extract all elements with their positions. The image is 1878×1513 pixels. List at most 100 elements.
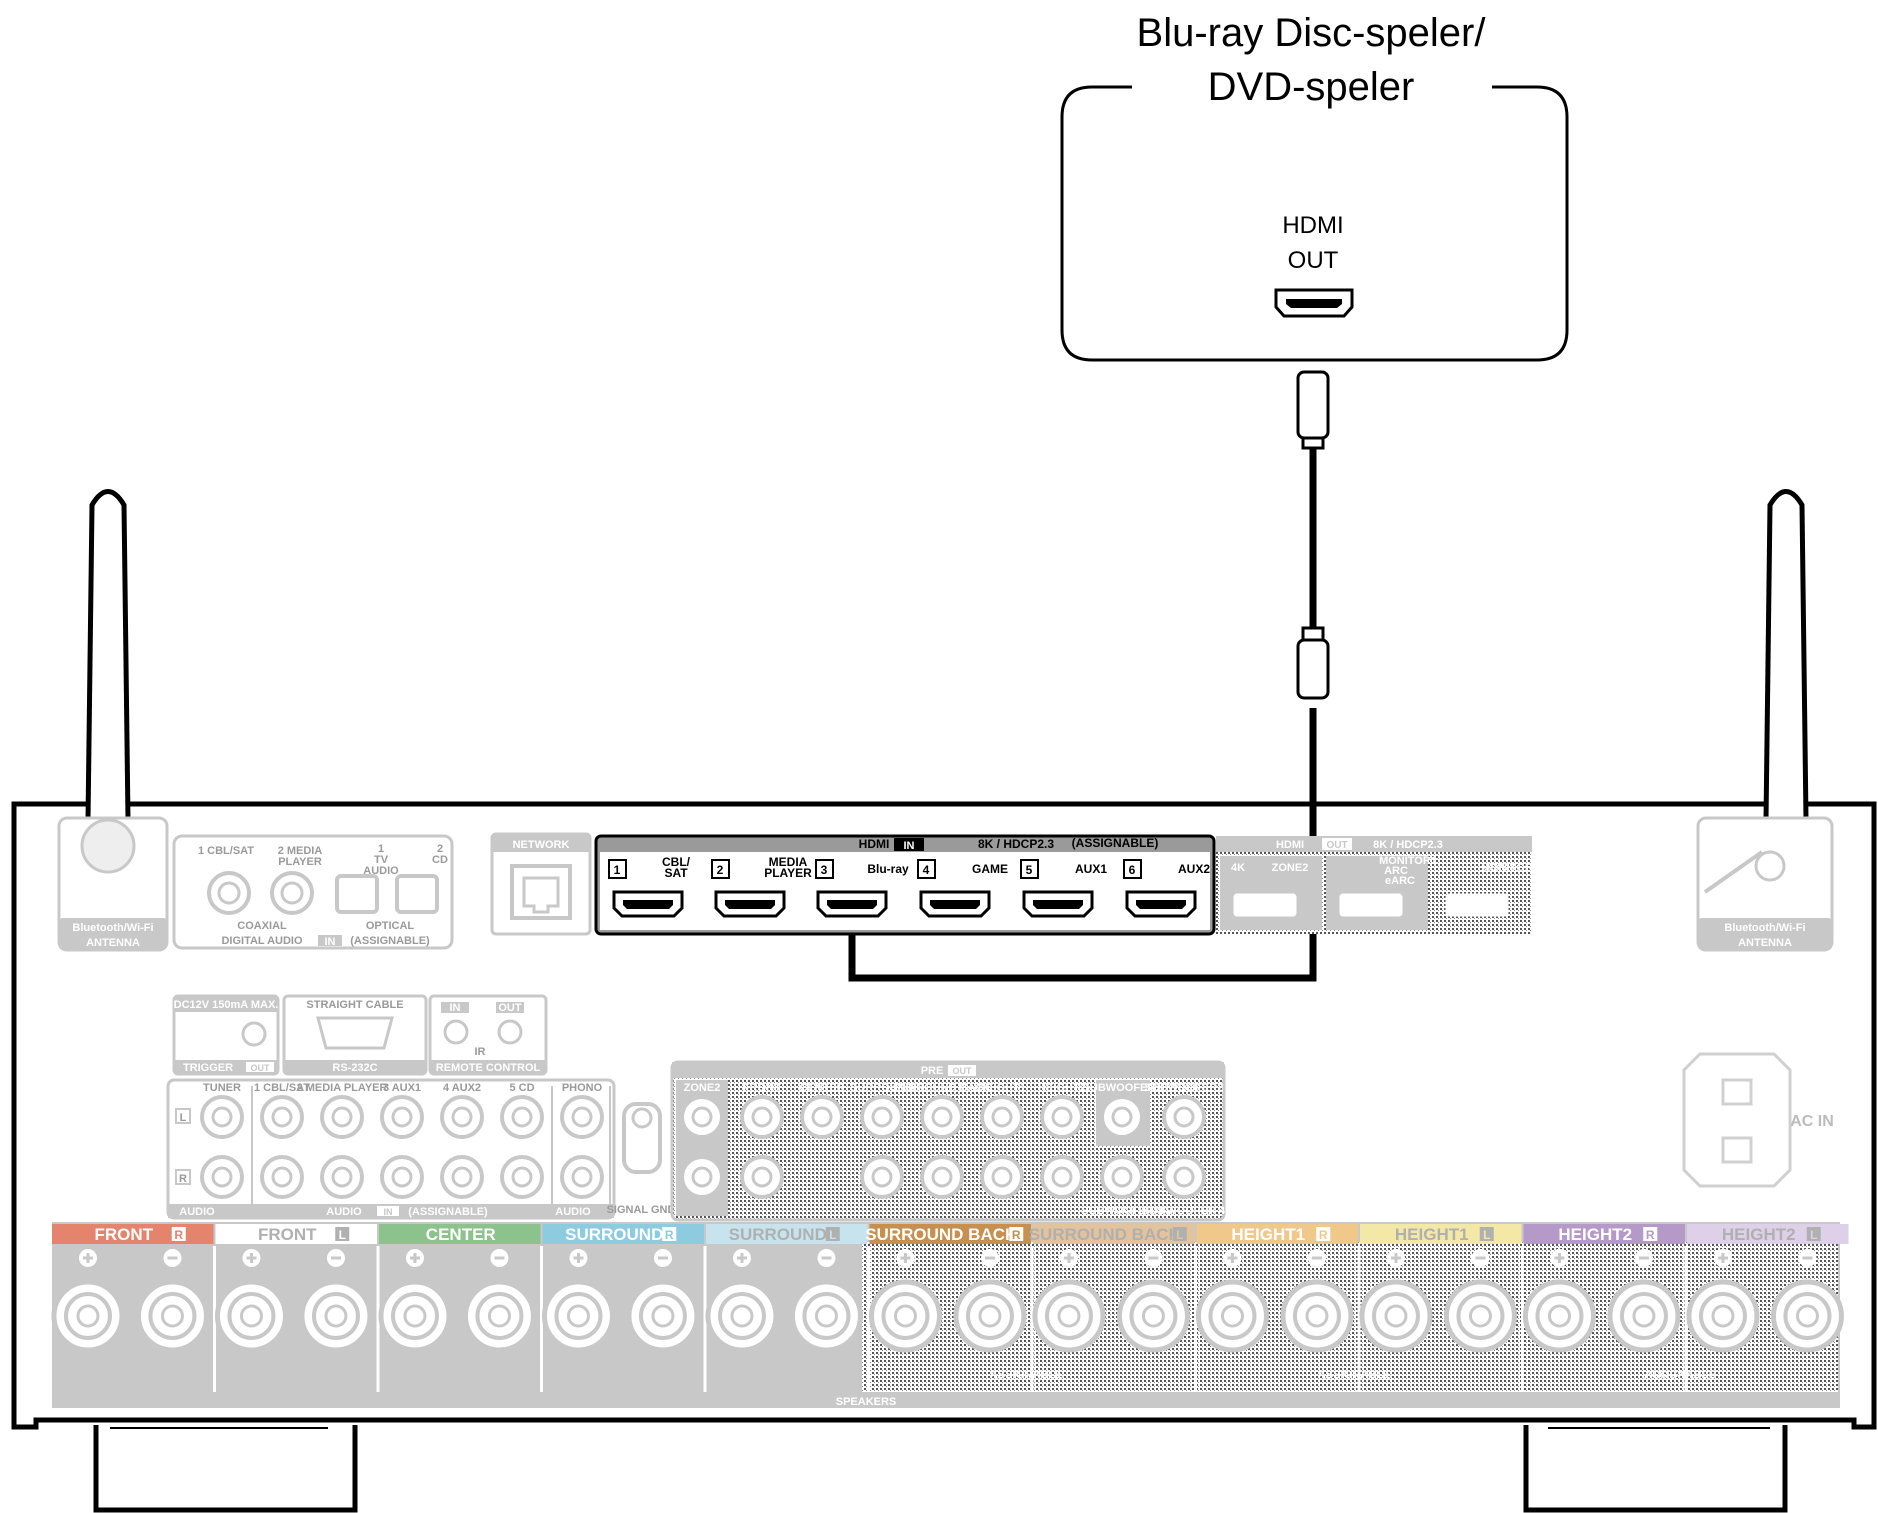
minus-icon	[980, 1249, 999, 1267]
remote-out-jack[interactable]	[497, 1019, 523, 1045]
plus-icon	[78, 1249, 97, 1267]
bluray-player: Blu-ray Disc-speler/ DVD-speler HDMI OUT	[1060, 11, 1569, 362]
speaker-terminal-height1-l-plus[interactable]	[1359, 1279, 1433, 1353]
audio-in-4: 4 AUX2	[443, 1082, 481, 1094]
speaker-terminal-height2-r-minus[interactable]	[1607, 1279, 1681, 1353]
hdmi-in-1-name-2: SAT	[664, 866, 688, 880]
speaker-terminal-center-c-plus[interactable]	[378, 1279, 452, 1353]
speaker-side-surround-l: L	[829, 1228, 836, 1242]
speaker-terminal-surround-l-plus[interactable]	[705, 1279, 779, 1353]
remote-in-jack[interactable]	[443, 1019, 469, 1045]
trigger-out-badge: OUT	[251, 1063, 271, 1073]
speaker-terminal-height2-l-minus[interactable]	[1770, 1279, 1844, 1353]
speaker-terminal-surround-r-minus[interactable]	[626, 1279, 700, 1353]
speaker-label-surround-back-r: SURROUND BACK	[865, 1225, 1018, 1244]
hdmi-in-port-4[interactable]	[919, 890, 991, 918]
speaker-terminal-surround-r-plus[interactable]	[541, 1279, 615, 1353]
ethernet-port[interactable]	[510, 864, 572, 920]
remote-control-panel: IN OUT IR REMOTE CONTROL	[428, 994, 548, 1076]
pre-out-height1: HEIGHT1	[978, 1082, 1026, 1094]
hdmi-out-monitor1: MONITOR1	[1379, 855, 1437, 867]
hdmi-out-port[interactable]	[1274, 288, 1354, 318]
speaker-label-surround-back-l: SURROUND BACK	[1029, 1225, 1182, 1244]
speaker-terminal-front-l-minus[interactable]	[299, 1279, 373, 1353]
speaker-label-surround-r: SURROUND	[565, 1225, 663, 1244]
trigger-panel: DC12V 150mA MAX. TRIGGER OUT	[172, 994, 280, 1076]
trigger-out-jack[interactable]	[241, 1021, 267, 1047]
hdmi-out-spec: 8K / HDCP2.3	[1373, 839, 1443, 851]
hdmi-out-port-monitor1[interactable]	[1339, 893, 1403, 917]
ac-in-socket[interactable]	[1682, 1052, 1792, 1188]
hdmi-out-port-monitor2[interactable]	[1445, 893, 1509, 917]
plus-icon	[1223, 1249, 1242, 1267]
minus-icon	[1798, 1249, 1817, 1267]
trigger-label: TRIGGER	[183, 1062, 233, 1074]
plus-icon	[405, 1249, 424, 1267]
optical-jack-2[interactable]	[395, 874, 439, 914]
speaker-terminal-height2-l-plus[interactable]	[1686, 1279, 1760, 1353]
antenna-left	[85, 489, 131, 823]
pre-out-sub3: SUBWOOFER 3	[1081, 1205, 1163, 1217]
minus-icon	[163, 1249, 182, 1267]
speaker-side-height1-r: R	[1319, 1228, 1328, 1242]
pre-out-surround-back: SURROUND BACK	[893, 1082, 991, 1094]
hdmi-in-2-name-1: MEDIA	[769, 855, 808, 869]
rs232c-panel: STRAIGHT CABLE RS-232C	[282, 994, 428, 1076]
speaker-side-height1-l: L	[1483, 1228, 1490, 1242]
device-title-line1: Blu-ray Disc-speler/	[1137, 11, 1487, 55]
plus-icon	[896, 1249, 915, 1267]
hdmi-in-port-6[interactable]	[1125, 890, 1197, 918]
hdmi-in-port-5[interactable]	[1022, 890, 1094, 918]
minus-icon	[817, 1249, 836, 1267]
pre-out-jacks	[680, 1095, 1206, 1199]
hdmi-out-4k: 4K	[1231, 862, 1245, 874]
hdmi-in-port-2[interactable]	[714, 890, 786, 918]
speaker-label-height2-l: HEIGHT2	[1722, 1225, 1796, 1244]
plus-icon	[1059, 1249, 1078, 1267]
hdmi-in-panel: HDMI IN 8K / HDCP2.3 (ASSIGNABLE) 1 CBL/…	[594, 834, 1216, 936]
hdmi-in-port-3-bluray[interactable]	[816, 890, 888, 918]
speaker-terminal-surround-back-l-plus[interactable]	[1032, 1279, 1106, 1353]
pre-out-surround: SURROUND	[850, 1082, 914, 1094]
speaker-label-height2-r: HEIGHT2	[1558, 1225, 1632, 1244]
pre-out-sub2: SUBWOOFER2	[1145, 1082, 1224, 1094]
speaker-terminal-height1-l-minus[interactable]	[1443, 1279, 1517, 1353]
speaker-terminal-surround-back-r-plus[interactable]	[868, 1279, 942, 1353]
bt-antenna-label-right-2: ANTENNA	[1738, 937, 1792, 949]
digital-in-cblsat: 1 CBL/SAT	[198, 845, 254, 857]
speaker-side-front-r: R	[174, 1228, 183, 1242]
antenna-right	[1763, 489, 1809, 823]
hdmi-out-monitor2: MONITOR2	[1481, 862, 1539, 874]
digital-audio-in-panel: 1 CBL/SAT 2 MEDIA PLAYER 1 TV AUDIO 2 CD…	[172, 834, 454, 950]
minus-icon	[653, 1249, 672, 1267]
speaker-terminal-center-c-minus[interactable]	[462, 1279, 536, 1353]
speaker-side-height2-l: L	[1810, 1228, 1817, 1242]
speaker-group-height2-l: HEIGHT2 L	[1684, 1224, 1849, 1392]
speaker-terminal-height1-r-minus[interactable]	[1280, 1279, 1354, 1353]
speaker-terminal-surround-l-minus[interactable]	[789, 1279, 863, 1353]
speaker-terminal-front-r-plus[interactable]	[51, 1279, 125, 1353]
speaker-terminal-surround-back-r-minus[interactable]	[953, 1279, 1027, 1353]
digital-in-media: 2 MEDIA	[278, 845, 323, 857]
speaker-terminal-front-r-minus[interactable]	[135, 1279, 209, 1353]
remote-in-badge: IN	[450, 1002, 461, 1014]
cable-plug-top	[1296, 370, 1330, 440]
speaker-terminal-front-l-plus[interactable]	[214, 1279, 288, 1353]
hdmi-in-port-1[interactable]	[612, 890, 684, 918]
speaker-terminal-surround-back-l-minus[interactable]	[1116, 1279, 1190, 1353]
pre-out-label: PRE	[921, 1065, 944, 1077]
av-receiver	[11, 801, 1877, 1513]
plus-icon	[1386, 1249, 1405, 1267]
digital-in-tv: TV	[374, 854, 389, 866]
rs232c-port[interactable]	[316, 1016, 394, 1050]
optical-jack-1[interactable]	[335, 874, 379, 914]
minus-icon	[1634, 1249, 1653, 1267]
digital-audio-label: DIGITAL AUDIO	[221, 935, 303, 947]
audio-in-assignable: (ASSIGNABLE)	[408, 1206, 488, 1218]
speaker-terminal-height2-r-plus[interactable]	[1522, 1279, 1596, 1353]
hdmi-out-port-zone2[interactable]	[1233, 893, 1297, 917]
speaker-terminal-height1-r-plus[interactable]	[1195, 1279, 1269, 1353]
speaker-label-front-r: FRONT	[94, 1225, 153, 1244]
